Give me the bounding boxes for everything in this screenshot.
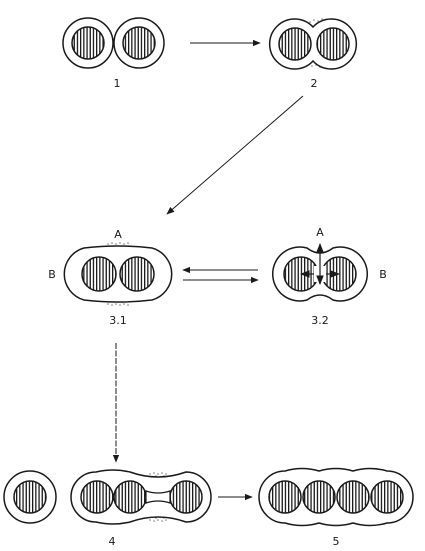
- stage-4-chain-core-2: [113, 480, 147, 514]
- stage-5-core-2: [302, 480, 336, 514]
- stage-5-particles: [258, 467, 414, 527]
- stage-5-core-3: [336, 480, 370, 514]
- stage-2-particles: [269, 18, 357, 70]
- stage-3-2-label: 3.2: [311, 314, 329, 327]
- stage-3-1-shell-outline: [63, 245, 173, 303]
- stage-3-1-point-a: A: [114, 228, 122, 241]
- stage-1-label: 1: [114, 77, 121, 90]
- stage-2-right-core: [316, 27, 350, 61]
- stage-5-label: 5: [333, 535, 340, 548]
- stage-4-free-core: [13, 480, 47, 514]
- stage-4-chain-core-3: [169, 480, 203, 514]
- stage-3-1-label: 3.1: [109, 314, 127, 327]
- stage-5-chain-shell: [258, 467, 414, 527]
- stage-3-2-particles: [272, 243, 368, 302]
- stage-3-1-left-core: [81, 256, 117, 292]
- stage-4-chain-bridge: [145, 490, 171, 504]
- stage-2-label: 2: [311, 77, 318, 90]
- stage-1-right-core: [122, 26, 156, 60]
- stage-4-chain-core-1: [80, 480, 114, 514]
- stage-5-core-1: [268, 480, 302, 514]
- arrow-2-to-3-1: [166, 95, 304, 215]
- stage-1-particles: [62, 17, 165, 69]
- stage-5-core-4: [370, 480, 404, 514]
- stage-1-left-core: [71, 26, 105, 60]
- stage-3-2-point-b: B: [379, 268, 387, 281]
- stage-4-label: 4: [109, 535, 116, 548]
- stage-4-particles: [3, 469, 212, 525]
- stage-2-left-core: [278, 27, 312, 61]
- stage-3-2-point-a: A: [316, 226, 324, 239]
- stage-3-1-point-b: B: [48, 268, 56, 281]
- stage-3-1-particles: [63, 242, 173, 306]
- stage-3-1-right-core: [119, 256, 155, 292]
